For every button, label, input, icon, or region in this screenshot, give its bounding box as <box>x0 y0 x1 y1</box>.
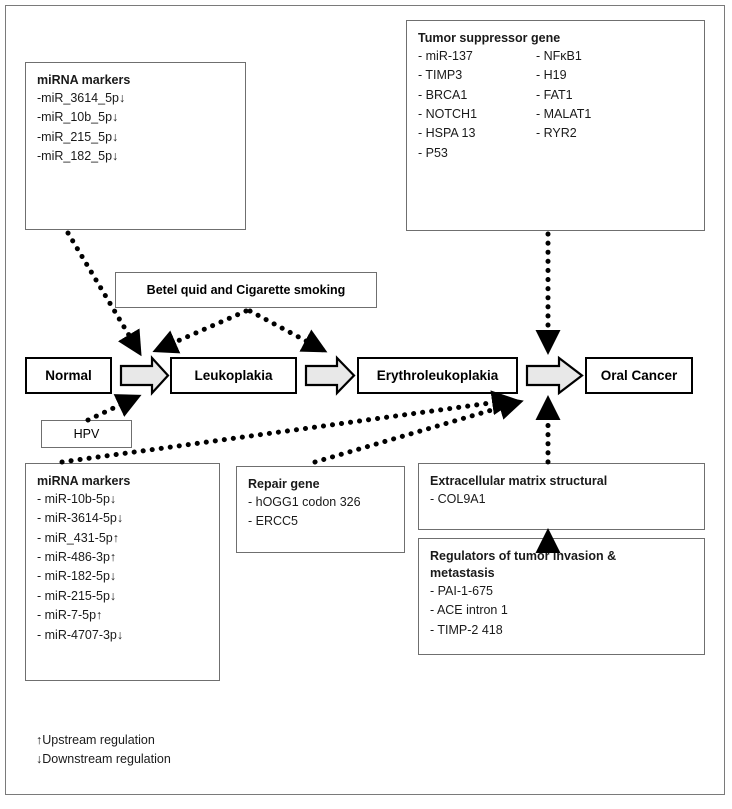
list-item: - NFκB1 <box>536 48 582 63</box>
list-item: - BRCA1 <box>418 87 468 102</box>
list-item: - miR_431-5p↑ <box>37 530 119 545</box>
list-item: - miR-4707-3p↓ <box>37 627 124 642</box>
list-item: - ACE intron 1 <box>430 603 508 618</box>
risk-factor-label: Betel quid and Cigarette smoking <box>146 283 346 297</box>
list-item: - miR-7-5p↑ <box>37 608 103 623</box>
panel-title: Repair gene <box>248 477 320 491</box>
legend-upstream: ↑Upstream regulation <box>36 733 155 747</box>
stage-label: Normal <box>45 368 92 383</box>
stage-oral-cancer: Oral Cancer <box>585 357 693 394</box>
panel-title: miRNA markers <box>37 73 131 87</box>
list-item: - RYR2 <box>536 126 577 141</box>
stage-normal: Normal <box>25 357 112 394</box>
stage-erythroleukoplakia: Erythroleukoplakia <box>357 357 518 394</box>
list-item: - P53 <box>418 145 448 160</box>
list-item: - MALAT1 <box>536 107 592 121</box>
panel-title: miRNA markers <box>37 474 131 488</box>
list-item: - miR-215-5p↓ <box>37 588 117 603</box>
list-item: - miR-3614-5p↓ <box>37 511 124 526</box>
list-item: - TIMP3 <box>418 68 463 83</box>
panel-regulators-invasion-metastasis: Regulators of tumor invasion & metastasi… <box>418 538 705 655</box>
panel-tumor-suppressor-gene: Tumor suppressor gene - miR-137 - TIMP3 … <box>406 20 705 231</box>
outer-frame <box>5 5 725 795</box>
legend: ↑Upstream regulation ↓Downstream regulat… <box>36 731 171 769</box>
list-item: - miR-10b-5p↓ <box>37 491 117 506</box>
stage-leukoplakia: Leukoplakia <box>170 357 297 394</box>
stage-label: Oral Cancer <box>600 368 678 383</box>
list-item: - miR-137 <box>418 48 473 63</box>
list-item: -miR_215_5p↓ <box>37 129 119 144</box>
panel-title-line2: metastasis <box>430 565 495 580</box>
list-item: - miR-486-3p↑ <box>37 550 117 564</box>
list-item: - PAI-1-675 <box>430 583 493 598</box>
panel-mirna-markers-top: miRNA markers -miR_3614_5p↓ -miR_10b_5p↓… <box>25 62 246 230</box>
list-item: -miR_10b_5p↓ <box>37 110 119 125</box>
list-item: - COL9A1 <box>430 491 486 506</box>
risk-factor-label: HPV <box>73 427 100 441</box>
list-item: - FAT1 <box>536 87 573 102</box>
panel-title: Tumor suppressor gene <box>418 31 561 45</box>
panel-extracellular-matrix: Extracellular matrix structural - COL9A1 <box>418 463 705 530</box>
panel-title-line1: Regulators of tumor invasion & <box>430 549 617 563</box>
legend-downstream: ↓Downstream regulation <box>36 751 171 766</box>
stage-label: Erythroleukoplakia <box>376 368 499 383</box>
list-item: - miR-182-5p↓ <box>37 569 117 584</box>
list-item: - hOGG1 codon 326 <box>248 494 361 509</box>
list-item: - HSPA 13 <box>418 126 476 141</box>
stage-label: Leukoplakia <box>194 368 273 383</box>
list-item: -miR_3614_5p↓ <box>37 90 126 105</box>
list-item: -miR_182_5p↓ <box>37 149 119 163</box>
panel-title: Extracellular matrix structural <box>430 474 608 488</box>
risk-factor-hpv: HPV <box>41 420 132 448</box>
list-item: - H19 <box>536 68 567 83</box>
list-item: - ERCC5 <box>248 514 299 529</box>
list-item: - NOTCH1 <box>418 107 478 121</box>
list-item: - TIMP-2 418 <box>430 622 503 637</box>
panel-repair-gene: Repair gene - hOGG1 codon 326 - ERCC5 <box>236 466 405 553</box>
risk-factor-betel-smoking: Betel quid and Cigarette smoking <box>115 272 377 308</box>
panel-mirna-markers-bottom: miRNA markers - miR-10b-5p↓ - miR-3614-5… <box>25 463 220 681</box>
